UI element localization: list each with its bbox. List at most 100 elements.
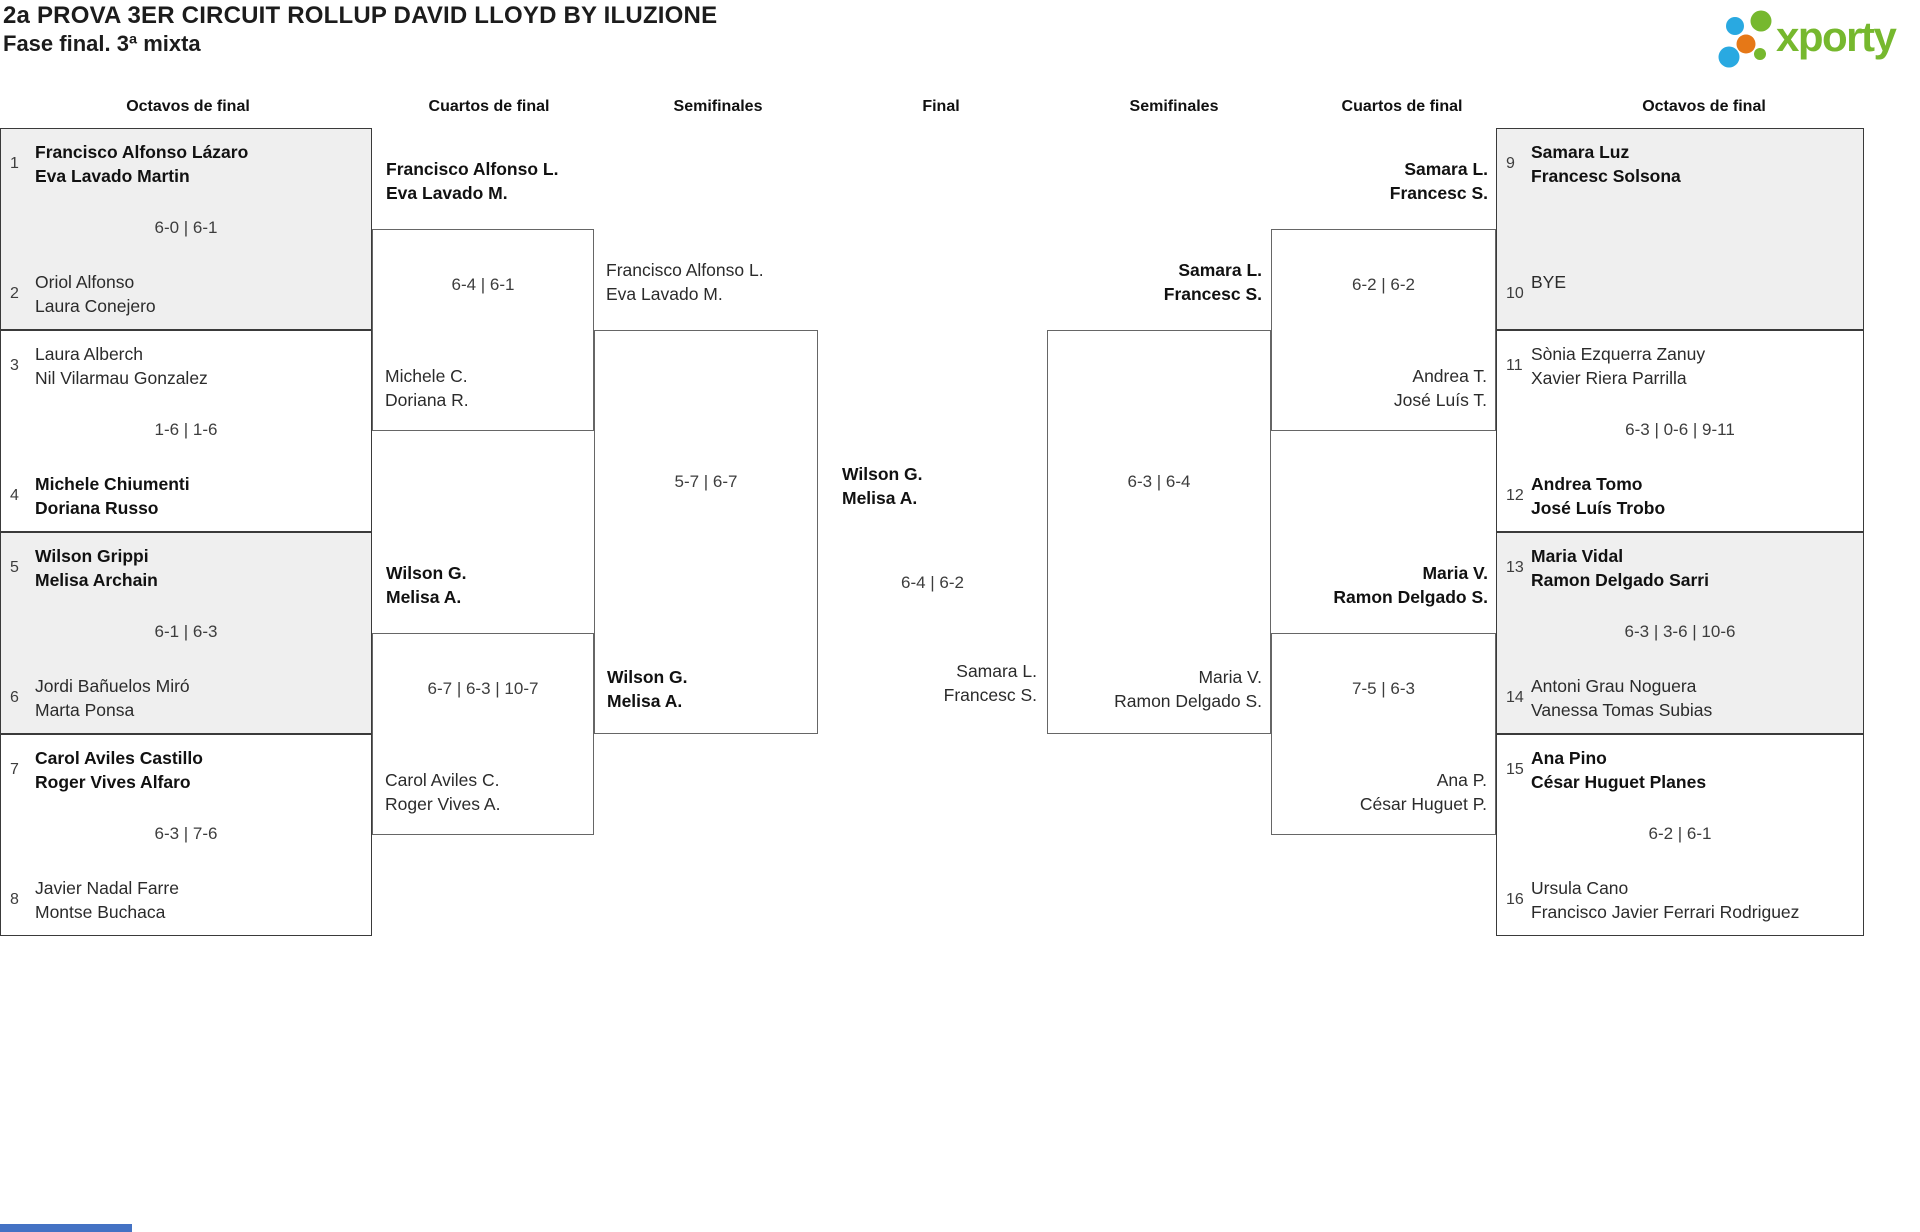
player-name: Francesc S.	[1389, 183, 1488, 203]
player-name: Samara L.	[956, 661, 1037, 681]
qf-bottom-team-label: Ana P. César Huguet P.	[1360, 768, 1487, 816]
r16-match-13-14: 13 Maria Vidal Ramon Delgado Sarri 6-3 |…	[1496, 532, 1864, 734]
team-names: Laura Alberch Nil Vilarmau Gonzalez	[35, 342, 208, 390]
column-header-sf-right: Semifinales	[1129, 98, 1219, 115]
player-name: César Huguet P.	[1359, 794, 1487, 814]
logo-wordmark: xporty	[1776, 13, 1897, 60]
xporty-logo[interactable]: xporty	[1708, 4, 1897, 70]
logo-dots-icon	[1718, 10, 1772, 68]
team-names: Oriol Alfonso Laura Conejero	[35, 270, 156, 318]
player-name: Wilson Grippi	[35, 546, 149, 566]
column-header-r16-right: Octavos de final	[1642, 98, 1766, 115]
phase-subtitle: Fase final. 3ª mixta	[3, 31, 201, 56]
player-name: Francesc S.	[1163, 284, 1262, 304]
player-name: Melisa A.	[607, 691, 683, 711]
player-name: Doriana R.	[385, 390, 469, 410]
tournament-title: 2a PROVA 3ER CIRCUIT ROLLUP DAVID LLOYD …	[3, 2, 718, 29]
column-header-r16-left: Octavos de final	[126, 98, 250, 115]
team-slot: 6 Jordi Bañuelos Miró Marta Ponsa	[10, 674, 366, 722]
sf-match-box: 6-3 | 6-4 Maria V. Ramon Delgado S.	[1047, 330, 1271, 734]
r16-match-7-8: 7 Carol Aviles Castillo Roger Vives Alfa…	[0, 734, 372, 936]
qf-top-team-label: Maria V. Ramon Delgado S.	[1333, 561, 1488, 609]
player-name: José Luís T.	[1393, 390, 1487, 410]
seed-number: 1	[10, 155, 19, 172]
team-names: Sònia Ezquerra Zanuy Xavier Riera Parril…	[1531, 342, 1705, 390]
player-name: Francesc S.	[943, 685, 1037, 705]
player-name: BYE	[1531, 272, 1567, 292]
column-header-qf-left: Cuartos de final	[428, 98, 550, 115]
match-score: 7-5 | 6-3	[1351, 679, 1415, 698]
player-name: Francesc Solsona	[1531, 166, 1681, 186]
player-name: Montse Buchaca	[35, 902, 166, 922]
player-name: Javier Nadal Farre	[35, 878, 179, 898]
match-score: 6-3 | 7-6	[154, 824, 218, 843]
column-header-final: Final	[922, 98, 960, 115]
player-name: Francisco Alfonso Lázaro	[35, 142, 249, 162]
team-names: Ursula Cano Francisco Javier Ferrari Rod…	[1531, 876, 1799, 924]
player-name: Laura Alberch	[35, 344, 143, 364]
seed-number: 13	[1506, 559, 1524, 576]
team-slot: 15 Ana Pino César Huguet Planes	[1506, 746, 1858, 794]
player-name: Ana P.	[1436, 770, 1487, 790]
final-runnerup-label: Samara L. Francesc S.	[944, 659, 1037, 707]
seed-number: 16	[1506, 891, 1524, 908]
player-name: Samara L.	[1404, 159, 1488, 179]
match-score: 6-3 | 6-4	[1127, 472, 1191, 491]
final-score: 6-4 | 6-2	[900, 573, 964, 592]
column-header-sf-left: Semifinales	[673, 98, 763, 115]
player-name: Melisa A.	[842, 488, 918, 508]
match-score: 1-6 | 1-6	[154, 420, 218, 439]
seed-number: 12	[1506, 487, 1524, 504]
qf-bottom-team-label: Michele C. Doriana R.	[385, 364, 469, 412]
seed-number: 8	[10, 891, 19, 908]
qf-match-box: 6-7 | 6-3 | 10-7 Carol Aviles C. Roger V…	[372, 633, 594, 835]
match-score: 6-2 | 6-2	[1351, 275, 1415, 294]
horizontal-scrollbar-thumb[interactable]	[0, 1224, 132, 1232]
team-slot: 1 Francisco Alfonso Lázaro Eva Lavado Ma…	[10, 140, 366, 188]
player-name: Jordi Bañuelos Miró	[35, 676, 190, 696]
player-name: Roger Vives A.	[385, 794, 501, 814]
match-score: 6-4 | 6-1	[451, 275, 515, 294]
seed-number: 9	[1506, 155, 1515, 172]
team-names: Ana Pino César Huguet Planes	[1531, 746, 1706, 794]
seed-number: 14	[1506, 689, 1524, 706]
column-header-qf-right: Cuartos de final	[1341, 98, 1463, 115]
team-names: Jordi Bañuelos Miró Marta Ponsa	[35, 674, 190, 722]
seed-number: 4	[10, 487, 19, 504]
seed-number: 3	[10, 357, 19, 374]
seed-number: 6	[10, 689, 19, 706]
sf-match-box: 5-7 | 6-7 Wilson G. Melisa A.	[594, 330, 818, 734]
player-name: Vanessa Tomas Subias	[1531, 700, 1713, 720]
match-score: 6-7 | 6-3 | 10-7	[427, 679, 539, 698]
seed-number: 2	[10, 285, 19, 302]
player-name: Nil Vilarmau Gonzalez	[35, 368, 208, 388]
player-name: Eva Lavado Martin	[35, 166, 190, 186]
team-slot: 11 Sònia Ezquerra Zanuy Xavier Riera Par…	[1506, 342, 1858, 390]
player-name: Ana Pino	[1531, 748, 1607, 768]
team-slot: 13 Maria Vidal Ramon Delgado Sarri	[1506, 544, 1858, 592]
seed-number: 10	[1506, 285, 1524, 302]
player-name: Francisco Alfonso L.	[606, 260, 764, 280]
player-name: Maria Vidal	[1531, 546, 1624, 566]
team-slot: 14 Antoni Grau Noguera Vanessa Tomas Sub…	[1506, 674, 1858, 722]
player-name: Ramon Delgado S.	[1114, 691, 1262, 711]
team-slot: 3 Laura Alberch Nil Vilarmau Gonzalez	[10, 342, 366, 390]
player-name: Laura Conejero	[35, 296, 156, 316]
sf-top-team-label: Francisco Alfonso L. Eva Lavado M.	[606, 258, 764, 306]
match-score: 6-3 | 3-6 | 10-6	[1624, 622, 1736, 641]
player-name: Oriol Alfonso	[35, 272, 135, 292]
r16-match-1-2: 1 Francisco Alfonso Lázaro Eva Lavado Ma…	[0, 128, 372, 330]
seed-number: 15	[1506, 761, 1524, 778]
team-slot: 2 Oriol Alfonso Laura Conejero	[10, 270, 366, 318]
player-name: Marta Ponsa	[35, 700, 135, 720]
team-slot: 8 Javier Nadal Farre Montse Buchaca	[10, 876, 366, 924]
player-name: Eva Lavado M.	[386, 183, 508, 203]
team-slot: 7 Carol Aviles Castillo Roger Vives Alfa…	[10, 746, 366, 794]
qf-match-box: 6-2 | 6-2 Andrea T. José Luís T.	[1271, 229, 1496, 431]
player-name: Francisco Alfonso L.	[386, 159, 559, 179]
player-name: Ursula Cano	[1531, 878, 1629, 898]
final-champion-label: Wilson G. Melisa A.	[842, 462, 923, 510]
sf-bottom-team-label: Maria V. Ramon Delgado S.	[1114, 665, 1262, 713]
team-slot: 16 Ursula Cano Francisco Javier Ferrari …	[1506, 876, 1858, 924]
